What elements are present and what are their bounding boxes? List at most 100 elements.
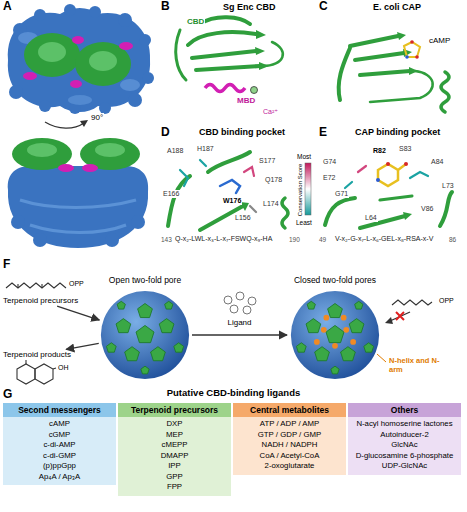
cryoem-map-side [30,225,126,233]
terpenoid-structure [26,360,56,369]
cryoem-map-top [9,85,23,99]
cap-ribbon [360,71,410,75]
residue-label: W176 [222,197,242,205]
residue-label: L156 [234,214,252,222]
shell-sphere [291,291,379,379]
ligand-table: Putative CBD-binding ligandsSecond messe… [0,386,467,512]
cbd-pocket [250,206,256,212]
cryoem-map-top [38,42,66,62]
residue-label: L174 [262,200,280,208]
shell-pentamer [151,347,166,361]
camp-sticks [404,42,420,57]
shell-pentamer [141,366,149,374]
residue-label: G71 [334,190,349,198]
residue-label: Q178 [264,176,283,184]
cryoem-map-side [95,143,125,157]
terpenoid-structure [17,364,35,384]
terpenoid-structure [6,283,66,288]
cryoem-map-side [27,143,57,157]
cbd-ribbon [256,30,266,39]
cap-ribbon [339,48,350,100]
shell-pentamer [296,343,306,352]
cbd-ribbon [176,30,186,80]
encapsulin-shell: Open two-fold pore [100,290,190,380]
conservation-scale [305,163,311,215]
conservation-scale [305,163,311,215]
cryoem-map-top [64,4,76,16]
ligand-molecules [224,296,232,304]
connector-arrow [57,306,99,320]
residue-label: L73 [441,182,455,190]
ligand-label: cAMP [428,36,451,45]
cryoem-map-top [120,79,140,91]
cap-pocket [386,162,390,166]
mbd-helix [205,85,258,94]
cryoem-map-top [89,6,101,18]
closed-pore-marker [343,327,349,333]
panel-letter: F [2,258,11,272]
table-cell: CoA / Acetyl-CoA [235,451,344,462]
cap-pocket [325,198,355,225]
sequence-motif: Q-x₂-LWL-x₃-L-x₇-FSWQ-x₉-HA [174,235,273,243]
cbd-ribbon [262,42,283,66]
residue-label: H187 [196,145,215,153]
cbd-ribbon [255,47,265,55]
cryoem-map-top [118,13,132,27]
shell-pentamer [364,343,374,352]
ligand-column: OthersN-acyl homoserine lactonesAutoindu… [348,403,461,475]
structure-label: N-helix and N-arm [388,357,448,374]
domain-label: MBD [236,96,256,105]
scale-label: Most [296,153,312,160]
column-header: Others [348,403,461,417]
cbd-pocket [168,152,288,230]
cryoem-map-top [24,33,80,77]
panel-title: CAP binding pocket [354,127,441,137]
rotation-arrow [80,120,88,127]
shell-illustration [100,290,190,380]
ligand-molecules [243,306,251,314]
table-cell: GTP / GDP / GMP [235,430,344,441]
scale-title: Conservation Score [297,163,304,218]
ligand-molecules [248,297,256,305]
panel-letter: A [2,0,13,14]
mbd-helix [251,87,258,94]
cbd-pocket [168,176,190,226]
residue-label: A84 [430,158,444,166]
cryoem-map-top [39,100,51,112]
terpenoid-structure [392,300,432,305]
table-cell: D-glucosamine 6-phosphate [350,451,459,462]
residue-label: L64 [364,214,378,222]
cap-pocket [440,192,452,226]
cap-pocket [378,164,406,186]
table-cell: FPP [120,482,229,493]
shell-pentamer [349,319,364,333]
cap-ribbon [441,72,449,112]
cryoem-map-side [58,164,74,172]
rotation-arrow [45,120,88,128]
cap-ribbon [370,71,433,102]
chemical-group: OPP [438,297,455,305]
ligand-molecules [230,305,238,313]
blocked-arrow [385,317,393,324]
cbd-pocket [200,160,206,166]
shell-pentamer [315,347,330,361]
table-cell: Autoinducer-2 [350,430,459,441]
closed-pore-marker [321,327,327,333]
table-cell: NADH / NADPH [235,440,344,451]
cryoem-map-top [68,95,92,105]
connector-arrow [66,343,99,349]
table-title: Putative CBD-binding ligands [0,386,467,400]
shell-pentamer [355,301,363,309]
cryoem-map-side [131,215,145,229]
table-cell: Ap₄A / Ap₃A [5,472,114,483]
blocked-arrow [390,312,410,321]
cap-pocket [325,162,452,228]
shell-pentamer [116,319,131,333]
cryoem-map-side [82,164,98,172]
residue-label: V86 [420,205,434,213]
cryoem-map-side [20,200,136,208]
ligand-molecules [224,292,256,314]
column-body: ATP / ADP / AMPGTP / GDP / GMPNADH / NAD… [233,417,346,475]
cap-pocket [403,212,412,220]
shell-pentamer [136,325,154,342]
